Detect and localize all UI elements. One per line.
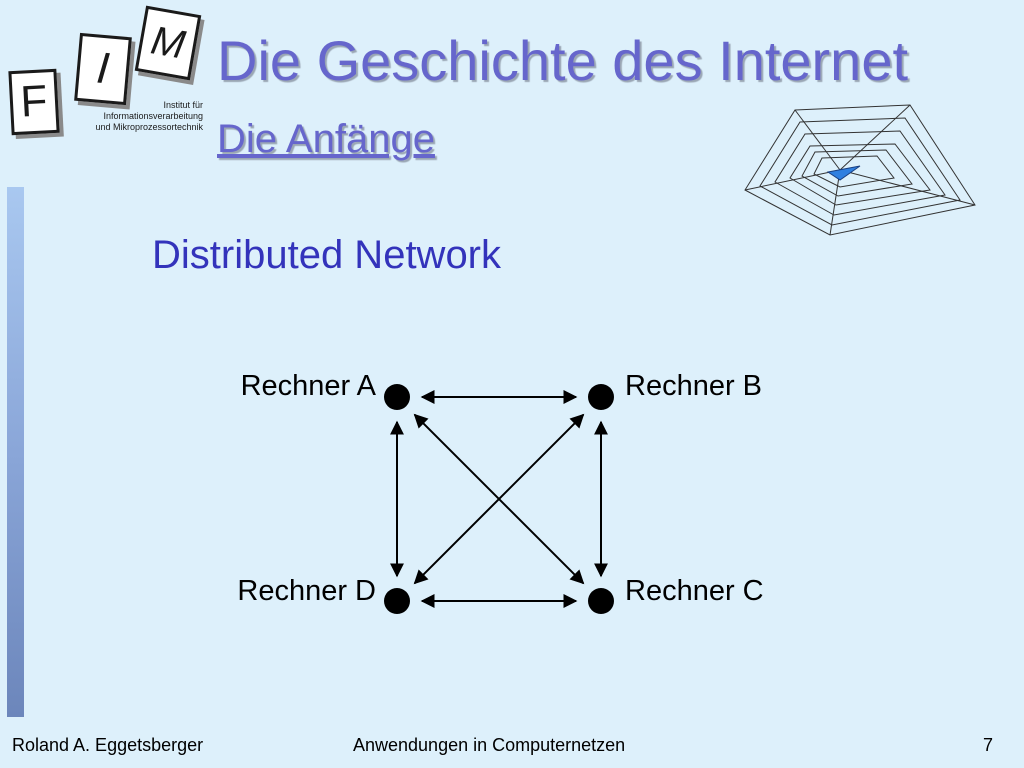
footer-course: Anwendungen in Computernetzen bbox=[353, 735, 626, 755]
node-label-c: Rechner C bbox=[625, 575, 764, 607]
footer-author: Roland A. Eggetsberger bbox=[12, 735, 204, 755]
logo-institute-line: und Mikroprozessortechnik bbox=[95, 122, 203, 132]
fim-logo: F I M Institut für Informationsverarbeit… bbox=[0, 0, 215, 145]
logo-institute-text: Institut für Informationsverarbeitung un… bbox=[53, 100, 203, 133]
node-b bbox=[588, 384, 614, 410]
edge-b-d bbox=[413, 413, 585, 585]
slide-subtitle: Die Anfänge bbox=[217, 117, 435, 161]
footer-page-number: 7 bbox=[982, 735, 993, 755]
logo-institute-line: Institut für bbox=[163, 100, 203, 110]
node-label-d: Rechner D bbox=[237, 575, 376, 607]
node-a bbox=[384, 384, 410, 410]
section-heading: Distributed Network bbox=[152, 233, 502, 277]
spider-web-icon bbox=[744, 104, 976, 236]
slide-title: Die Geschichte des Internet bbox=[217, 29, 909, 92]
node-label-a: Rechner A bbox=[241, 370, 377, 402]
node-c bbox=[588, 588, 614, 614]
node-d bbox=[384, 588, 410, 614]
node-label-b: Rechner B bbox=[625, 370, 762, 402]
decorative-sidebar-bar bbox=[7, 187, 24, 717]
logo-institute-line: Informationsverarbeitung bbox=[103, 111, 203, 121]
